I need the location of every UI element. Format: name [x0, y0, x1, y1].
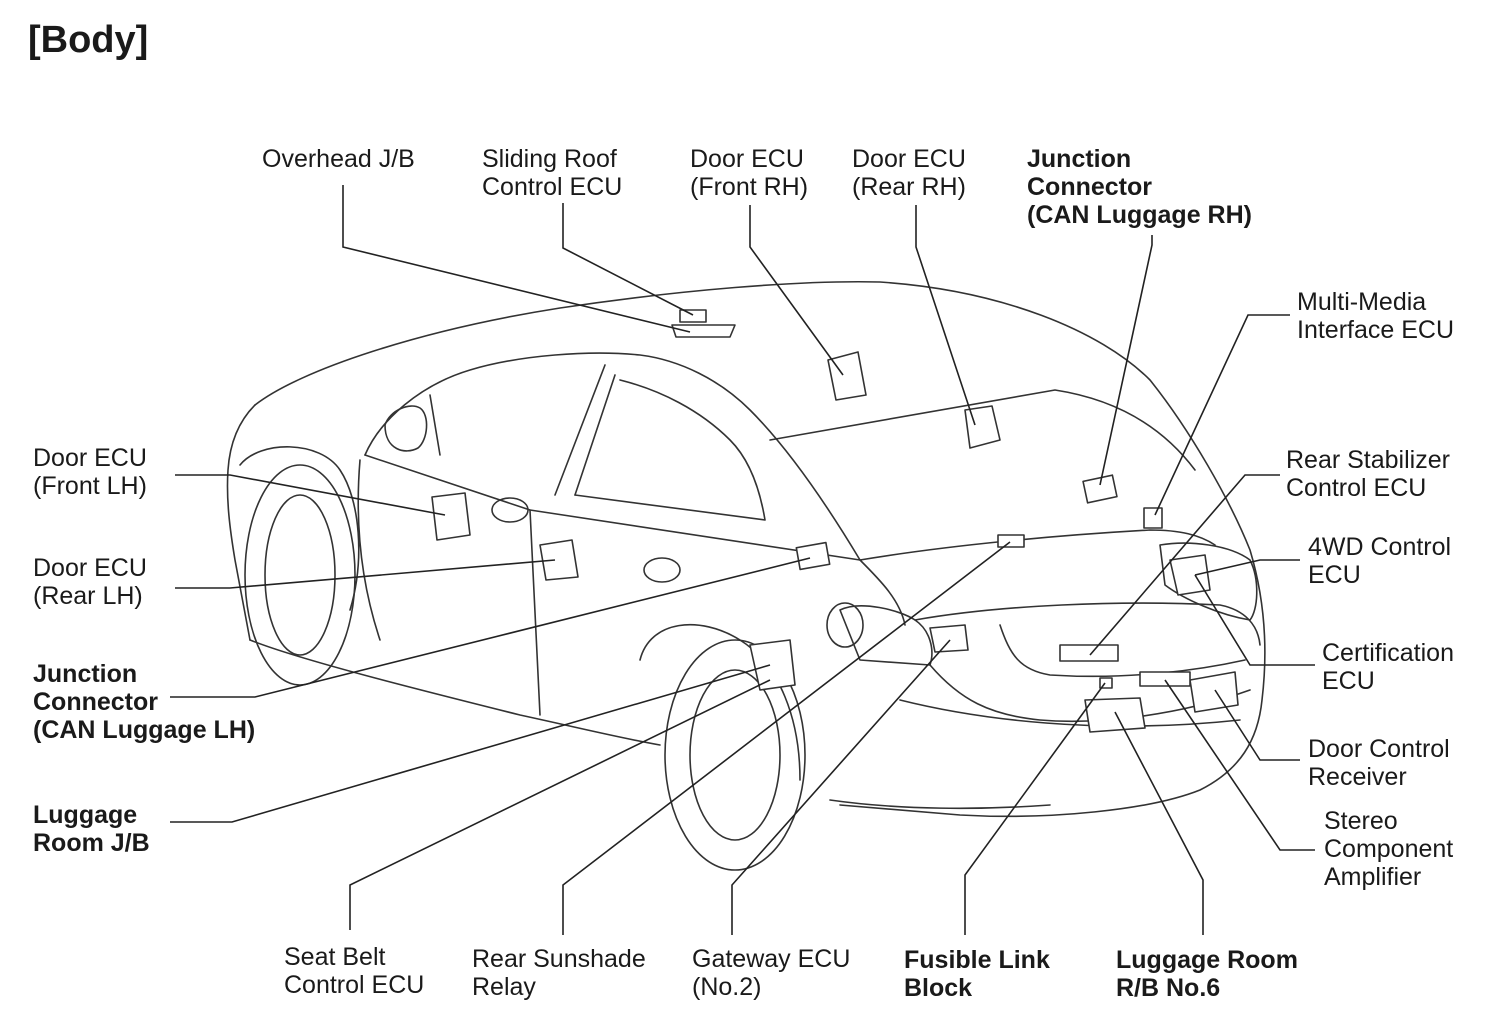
- leader-fusible-link: [964, 682, 1106, 935]
- leader-jc-rh: [1099, 235, 1153, 486]
- door-ecu-front-lh-shape: [431, 492, 471, 541]
- car-body-outline: [226, 280, 1266, 871]
- sliding-roof-ecu-shape: [679, 309, 707, 323]
- leader-lines: [170, 185, 1315, 935]
- door-ecu-rear-rh-shape: [964, 405, 1001, 449]
- leader-door-ecu-rear-rh: [915, 205, 976, 426]
- leader-door-control-receiver: [1214, 689, 1300, 761]
- label-door-ecu-front-lh: Door ECU(Front LH): [33, 444, 147, 500]
- leader-gateway: [731, 639, 951, 935]
- label-door-ecu-front-rh: Door ECU(Front RH): [690, 145, 809, 201]
- leader-seat-belt: [349, 679, 771, 930]
- rear-stabilizer-ecu-shape: [1059, 644, 1119, 662]
- jc-can-luggage-lh-shape: [795, 541, 831, 571]
- luggage-room-jb-shape: [749, 639, 796, 691]
- door-ecu-rear-lh-shape: [539, 539, 579, 581]
- component-shapes: [431, 309, 1239, 733]
- label-door-ecu-rear-lh: Door ECU(Rear LH): [33, 554, 147, 610]
- leader-certification: [1194, 574, 1315, 666]
- door-control-receiver-shape: [1189, 671, 1239, 713]
- leader-stereo: [1164, 679, 1315, 851]
- leader-sliding-roof: [562, 203, 694, 316]
- leader-4wd: [1194, 559, 1300, 576]
- leader-multi-media: [1154, 314, 1290, 516]
- leader-luggage-room-rb: [1114, 711, 1204, 935]
- fusible-link-shape: [1099, 677, 1113, 689]
- overhead-jb-shape: [671, 324, 736, 338]
- seat-belt-ecu-shape: [929, 624, 969, 653]
- leader-rear-sunshade: [562, 541, 1011, 935]
- multi-media-ecu-shape: [1143, 507, 1163, 529]
- leader-jc-lh: [170, 557, 811, 698]
- leader-door-ecu-front-rh: [749, 205, 844, 376]
- page-title: [Body]: [28, 19, 149, 61]
- stereo-amp-shape: [1139, 671, 1191, 687]
- leader-rear-stabilizer: [1089, 474, 1280, 656]
- label-door-ecu-rear-rh: Door ECU(Rear RH): [852, 145, 966, 201]
- leader-luggage-room-jb: [170, 664, 771, 823]
- label-gateway-ecu-no2: Gateway ECU(No.2): [692, 945, 851, 1001]
- gateway-ecu-shape: [997, 534, 1025, 548]
- luggage-room-rb-shape: [1084, 697, 1146, 733]
- fwd-ecu-shape: [1169, 554, 1211, 596]
- leader-overhead-jb: [342, 185, 691, 333]
- jc-can-luggage-rh-shape: [1082, 474, 1118, 504]
- door-ecu-front-rh-shape: [827, 351, 867, 401]
- leader-door-ecu-rear-lh: [175, 559, 556, 589]
- leader-door-ecu-front-lh: [175, 474, 446, 516]
- label-overhead-jb: Overhead J/B: [262, 145, 415, 173]
